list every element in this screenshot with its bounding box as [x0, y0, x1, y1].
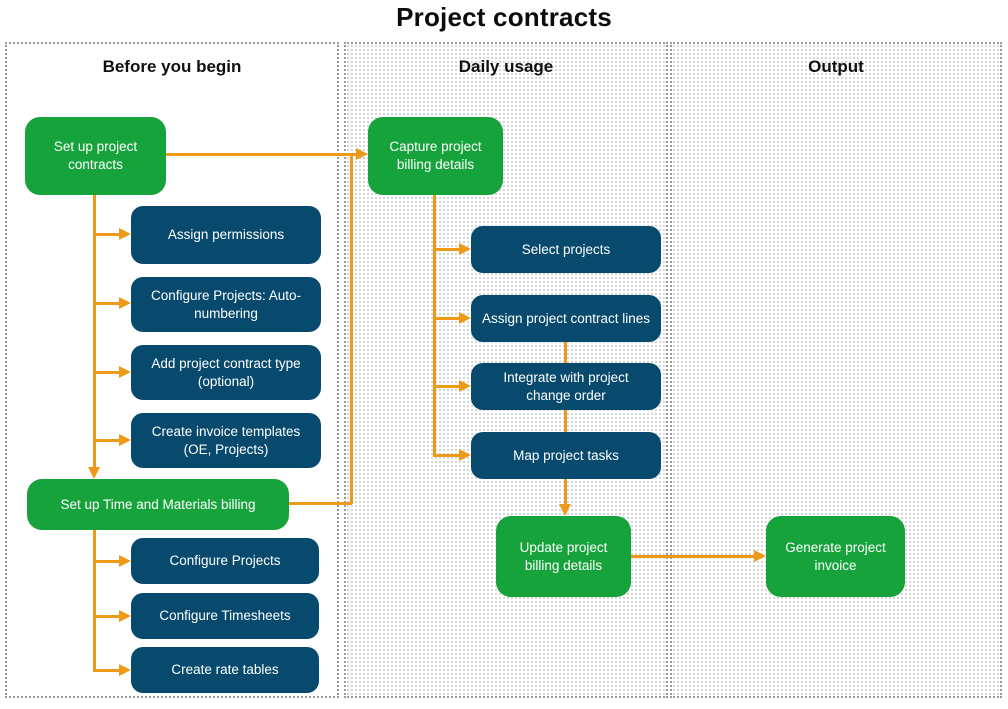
arrowhead-into-add-contract-type-icon [119, 366, 131, 378]
connector-update-to-generate-line [631, 555, 755, 558]
connector-branch-create-rate-tables [93, 669, 121, 672]
node-capture-project-billing-details: Capture project billing details [368, 117, 503, 195]
node-add-project-contract-type: Add project contract type (optional) [131, 345, 321, 400]
panel-title-before-you-begin: Before you begin [102, 57, 242, 76]
arrowhead-into-configure-auto-numbering-icon [119, 297, 131, 309]
arrowhead-into-create-invoice-templates-icon [119, 434, 131, 446]
connector-branch-create-invoice-templates [93, 439, 121, 442]
arrowhead-into-assign-permissions-icon [119, 228, 131, 240]
connector-time-materials-elbow-vertical [350, 154, 353, 504]
arrowhead-into-configure-timesheets-icon [119, 610, 131, 622]
connector-branch-add-contract-type [93, 371, 121, 374]
connector-integrate-to-map-stub [564, 409, 567, 433]
arrowhead-into-create-rate-tables-icon [119, 664, 131, 676]
node-create-invoice-templates: Create invoice templates (OE, Projects) [131, 413, 321, 468]
node-update-project-billing-details: Update project billing details [496, 516, 631, 597]
connector-assign-lines-to-integrate-stub [564, 341, 567, 364]
arrowhead-into-map-project-tasks-icon [459, 449, 471, 461]
node-configure-projects-auto-numbering: Configure Projects: Auto-numbering [131, 277, 321, 332]
arrowhead-into-integrate-change-order-icon [459, 380, 471, 392]
connector-branch-integrate-change-order [433, 385, 460, 388]
connector-time-materials-down-line [93, 530, 96, 671]
arrowhead-into-select-projects-icon [459, 243, 471, 255]
connector-branch-configure-auto-numbering [93, 302, 121, 305]
connector-branch-map-project-tasks [433, 454, 460, 457]
connector-branch-assign-contract-lines [433, 317, 460, 320]
arrowhead-into-update-billing-icon [559, 504, 571, 516]
node-integrate-with-project-change-order: Integrate with project change order [471, 363, 661, 410]
connector-capture-down-line [433, 195, 436, 457]
node-configure-timesheets: Configure Timesheets [131, 593, 319, 639]
connector-time-materials-elbow-horizontal [289, 502, 352, 505]
node-configure-projects: Configure Projects [131, 538, 319, 584]
node-generate-project-invoice: Generate project invoice [766, 516, 905, 597]
node-setup-time-materials-billing: Set up Time and Materials billing [27, 479, 289, 530]
connector-setup-to-capture-line [166, 153, 356, 156]
arrowhead-into-configure-projects-icon [119, 555, 131, 567]
panel-title-daily-usage: Daily usage [458, 57, 554, 76]
connector-branch-assign-permissions [93, 233, 121, 236]
connector-branch-select-projects [433, 248, 460, 251]
arrowhead-into-assign-contract-lines-icon [459, 312, 471, 324]
connector-branch-configure-timesheets [93, 615, 121, 618]
node-select-projects: Select projects [471, 226, 661, 273]
arrowhead-into-capture-billing-icon [356, 148, 368, 160]
page-title: Project contracts [396, 2, 612, 32]
node-assign-project-contract-lines: Assign project contract lines [471, 295, 661, 342]
panel-title-output: Output [808, 57, 864, 76]
node-assign-permissions: Assign permissions [131, 206, 321, 264]
arrowhead-into-generate-invoice-icon [754, 550, 766, 562]
arrowhead-into-time-materials-icon [88, 467, 100, 479]
node-map-project-tasks: Map project tasks [471, 432, 661, 479]
connector-branch-configure-projects [93, 560, 121, 563]
connector-map-to-update-line [564, 479, 567, 505]
node-create-rate-tables: Create rate tables [131, 647, 319, 693]
connector-setup-contracts-down-line [93, 194, 96, 467]
panel-output: Output [670, 42, 1002, 698]
node-setup-project-contracts: Set up project contracts [25, 117, 166, 195]
